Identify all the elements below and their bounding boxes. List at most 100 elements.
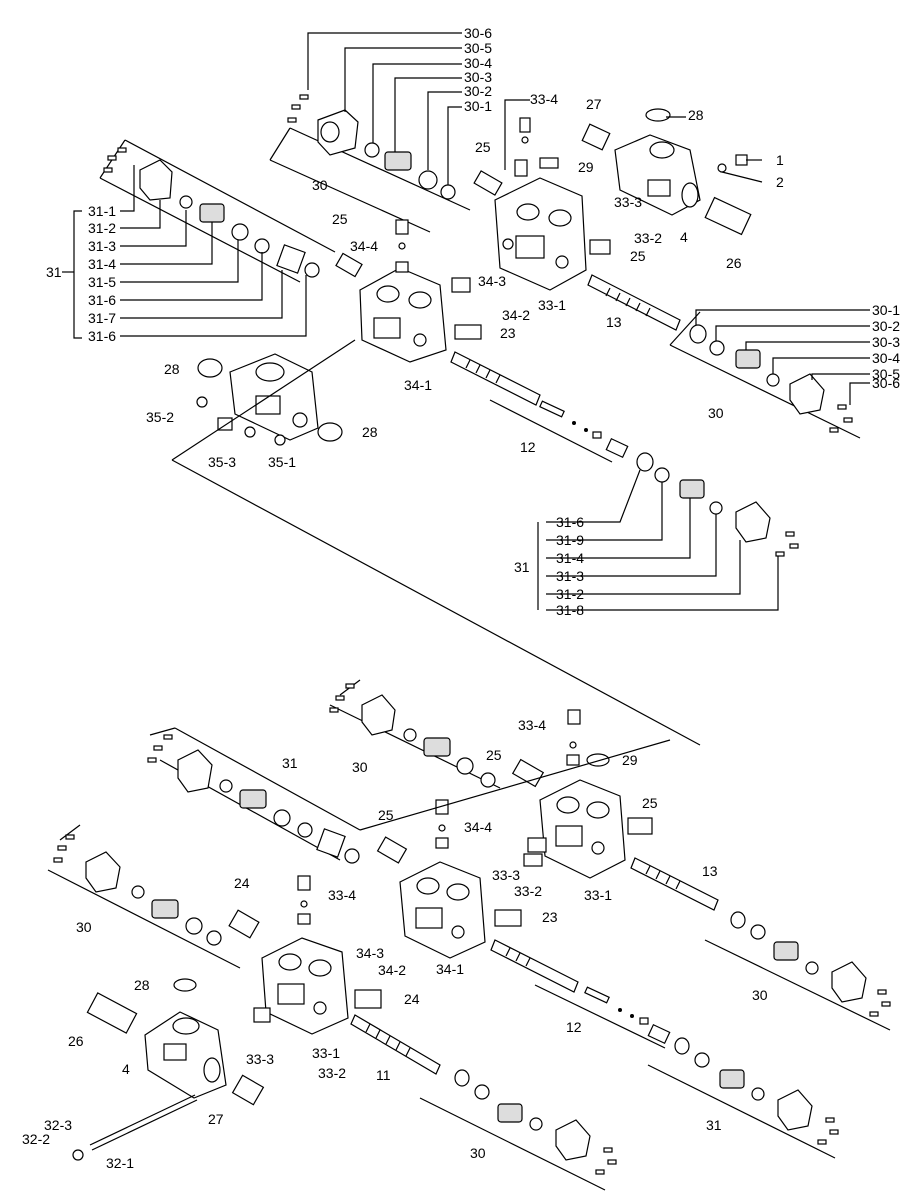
label: 31-3 (88, 238, 116, 254)
label: 34-1 (436, 961, 464, 977)
label: 33-3 (246, 1051, 274, 1067)
label: 30 (352, 759, 368, 775)
group-30-right-top (669, 311, 861, 439)
inlet-housing-4-top (581, 108, 752, 236)
label: 33-4 (328, 887, 356, 903)
group-30-bottom-upper (329, 679, 501, 789)
label: 33-4 (518, 717, 546, 733)
label: 30-2 (464, 83, 492, 99)
valve-section-34-1-top (335, 219, 482, 363)
labels-top: 30-6 30-5 30-4 30-3 30-2 30-1 30 33-4 27… (46, 25, 900, 618)
label: 33-4 (530, 91, 558, 107)
label: 34-1 (404, 377, 432, 393)
label: 4 (680, 229, 688, 245)
frame-line-3 (359, 739, 671, 831)
label: 24 (404, 991, 420, 1007)
label: 30-3 (464, 69, 492, 85)
label: 13 (702, 863, 718, 879)
label: 33-2 (318, 1065, 346, 1081)
label: 28 (134, 977, 150, 993)
label: 32-3 (44, 1117, 72, 1133)
label: 35-2 (146, 409, 174, 425)
spool-11-bottom (350, 1014, 441, 1075)
group-31-bottom-left (147, 727, 361, 864)
label: 30-1 (464, 98, 492, 114)
label: 31-6 (556, 514, 584, 530)
label: 25 (630, 248, 646, 264)
valve-section-33-1-bottom (511, 709, 653, 879)
labels-bottom: 33-4 30 29 25 25 31 25 34-4 33-3 33-2 13… (22, 717, 768, 1171)
label: 23 (542, 909, 558, 925)
spool-12-bottom (490, 939, 671, 1049)
label: 31-6 (88, 328, 116, 344)
label: 31-2 (88, 220, 116, 236)
label: 11 (376, 1067, 391, 1083)
group-30-bottom-left-low (47, 824, 241, 969)
label: 33-1 (312, 1045, 340, 1061)
label: 30-6 (464, 25, 492, 41)
group-30-bottom-right (704, 911, 891, 1031)
label: 31-6 (88, 292, 116, 308)
label: 31-2 (556, 586, 584, 602)
label: 35-1 (268, 454, 296, 470)
label: 32-1 (106, 1155, 134, 1171)
label: 31-4 (88, 256, 116, 272)
label: 35-3 (208, 454, 236, 470)
label: 33-2 (634, 230, 662, 246)
label: 30 (708, 405, 724, 421)
label: 30 (470, 1145, 486, 1161)
label: 30 (76, 919, 92, 935)
valve-section-34-1-bottom (376, 799, 543, 959)
label: 34-2 (502, 307, 530, 323)
group-12-bracket (489, 399, 613, 463)
label: 13 (606, 314, 622, 330)
label: 31 (706, 1117, 722, 1133)
group-31-right-top (636, 452, 799, 557)
label: 31 (46, 264, 62, 280)
label: 28 (164, 361, 180, 377)
label: 4 (122, 1061, 130, 1077)
label: 31-1 (88, 203, 116, 219)
label: 12 (566, 1019, 582, 1035)
spool-12-top (450, 351, 629, 459)
label: 28 (362, 424, 378, 440)
label: 30-1 (872, 302, 900, 318)
label: 25 (642, 795, 658, 811)
label: 26 (68, 1033, 84, 1049)
frame-line-2 (171, 459, 701, 746)
leader-lines-top (62, 32, 870, 611)
label: 30-3 (872, 334, 900, 350)
label: 25 (475, 139, 491, 155)
label: 31 (514, 559, 530, 575)
label: 31 (282, 755, 298, 771)
label: 2 (776, 174, 784, 190)
label: 23 (500, 325, 516, 341)
group-30-top-parts (287, 94, 456, 200)
label: 30-6 (872, 375, 900, 391)
label: 31-9 (556, 532, 584, 548)
label: 31-5 (88, 274, 116, 290)
group-31-bottom-right (647, 1037, 839, 1159)
label: 34-4 (350, 238, 378, 254)
label: 33-3 (492, 867, 520, 883)
label: 26 (726, 255, 742, 271)
group-30-bottom-low (419, 1069, 617, 1191)
label: 31-4 (556, 550, 584, 566)
label: 31-3 (556, 568, 584, 584)
valve-section-33-1-bottom-left (228, 875, 382, 1035)
inlet-housing-4-bottom (72, 978, 265, 1161)
label: 34-4 (464, 819, 492, 835)
label: 29 (578, 159, 594, 175)
end-plate-35-1-top (196, 353, 343, 446)
label: 27 (208, 1111, 224, 1127)
label: 30-4 (872, 350, 900, 366)
spool-13-bottom (630, 857, 719, 911)
label: 33-1 (584, 887, 612, 903)
label: 33-1 (538, 297, 566, 313)
label: 31-8 (556, 602, 584, 618)
label: 30-5 (872, 366, 900, 382)
label: 1 (776, 152, 784, 168)
label: 30-4 (464, 55, 492, 71)
